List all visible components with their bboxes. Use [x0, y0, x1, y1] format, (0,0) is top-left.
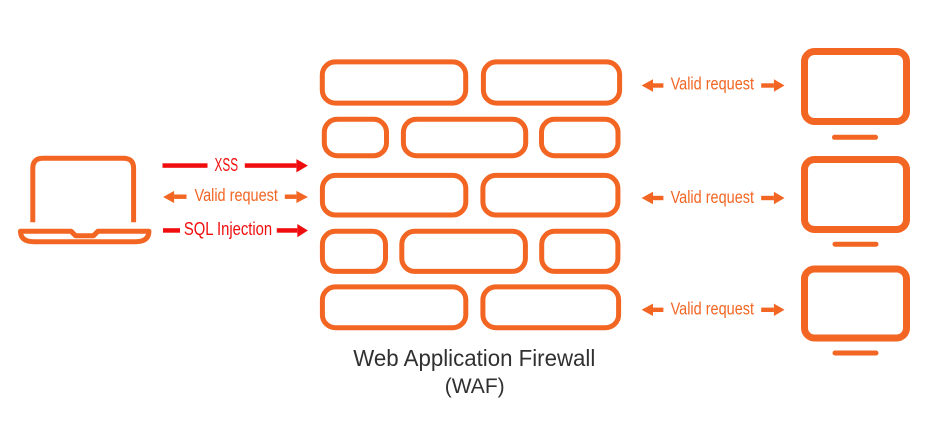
svg-text:Valid request: Valid request [671, 298, 755, 318]
svg-text:Valid request: Valid request [671, 73, 755, 93]
svg-text:XSS: XSS [215, 154, 239, 175]
svg-text:SQL Injection: SQL Injection [184, 218, 272, 239]
svg-text:(WAF): (WAF) [445, 374, 505, 398]
svg-text:Web Application Firewall: Web Application Firewall [353, 345, 595, 371]
svg-text:Valid request: Valid request [195, 185, 279, 205]
svg-text:Valid request: Valid request [671, 187, 755, 207]
